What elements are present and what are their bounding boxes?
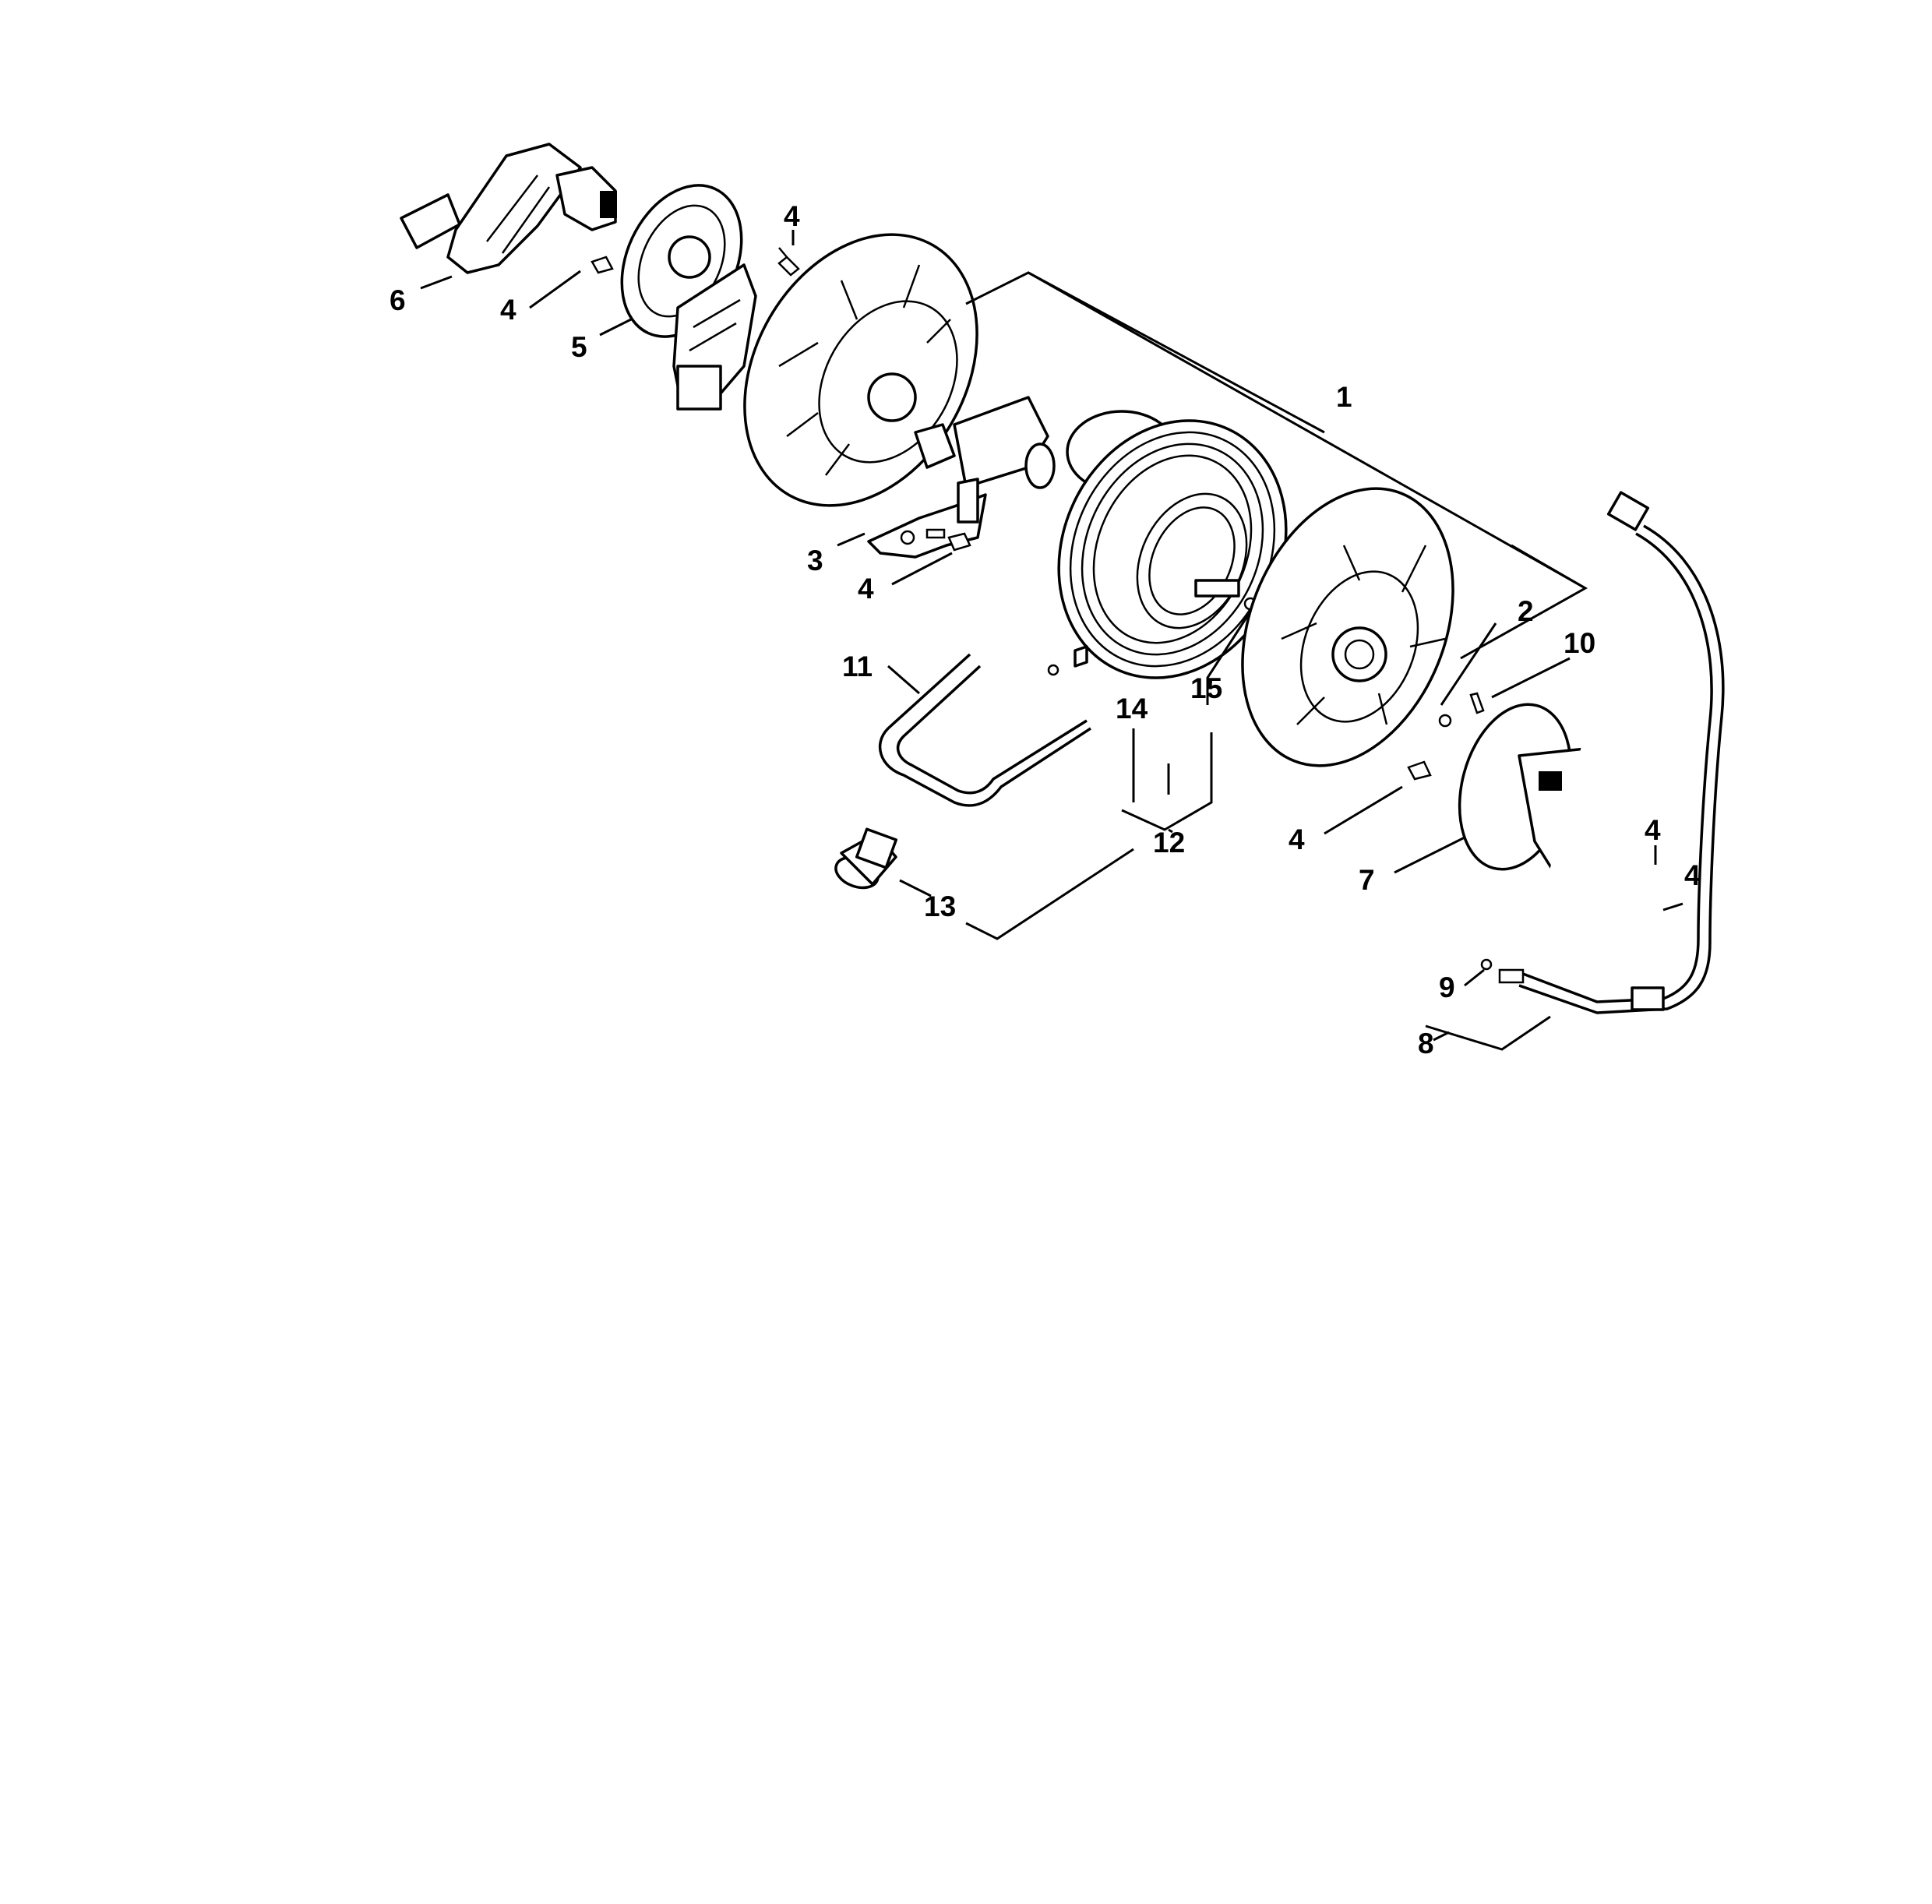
callout-12: 12 [1153,827,1185,859]
screw-part [947,532,971,552]
callout-4: 4 [1645,814,1661,846]
callout-14: 14 [1116,693,1148,725]
o-ring-part [1438,714,1452,728]
o-ring-part [1480,958,1493,971]
callout-labels: 6 4 5 4 3 4 1 2 10 11 14 15 12 4 7 4 4 1… [390,200,1701,1060]
callout-15: 15 [1190,672,1222,704]
screw-part [1407,760,1432,781]
callout-4: 4 [1684,859,1701,891]
left-reel-disc-part [743,233,978,507]
right-reel-disc-part [1241,487,1454,767]
hose-drum-part [1047,410,1288,679]
callout-13: 13 [924,890,956,922]
crank-handle-part [400,143,617,274]
bracket-disc-part [620,184,757,411]
callout-1: 1 [1336,381,1352,413]
callout-2: 2 [1518,595,1534,627]
callout-10: 10 [1564,627,1595,659]
callout-11: 11 [842,651,873,682]
hose-line-part [1498,491,1725,1014]
callout-9: 9 [1439,971,1455,1003]
screw-part [591,256,614,274]
callout-6: 6 [390,284,406,316]
callout-8: 8 [1418,1028,1434,1060]
callout-4: 4 [1289,823,1305,855]
nozzle-part [834,827,898,890]
leader-lines [420,230,1683,1051]
callout-4: 4 [858,573,874,605]
callout-7: 7 [1359,864,1375,896]
screw-part [777,247,800,277]
u-tube-part [879,653,1091,807]
callout-5: 5 [571,331,587,363]
callout-4: 4 [500,294,516,326]
callout-3: 3 [807,545,823,576]
callout-4: 4 [784,200,800,232]
pin-part [1469,692,1485,714]
